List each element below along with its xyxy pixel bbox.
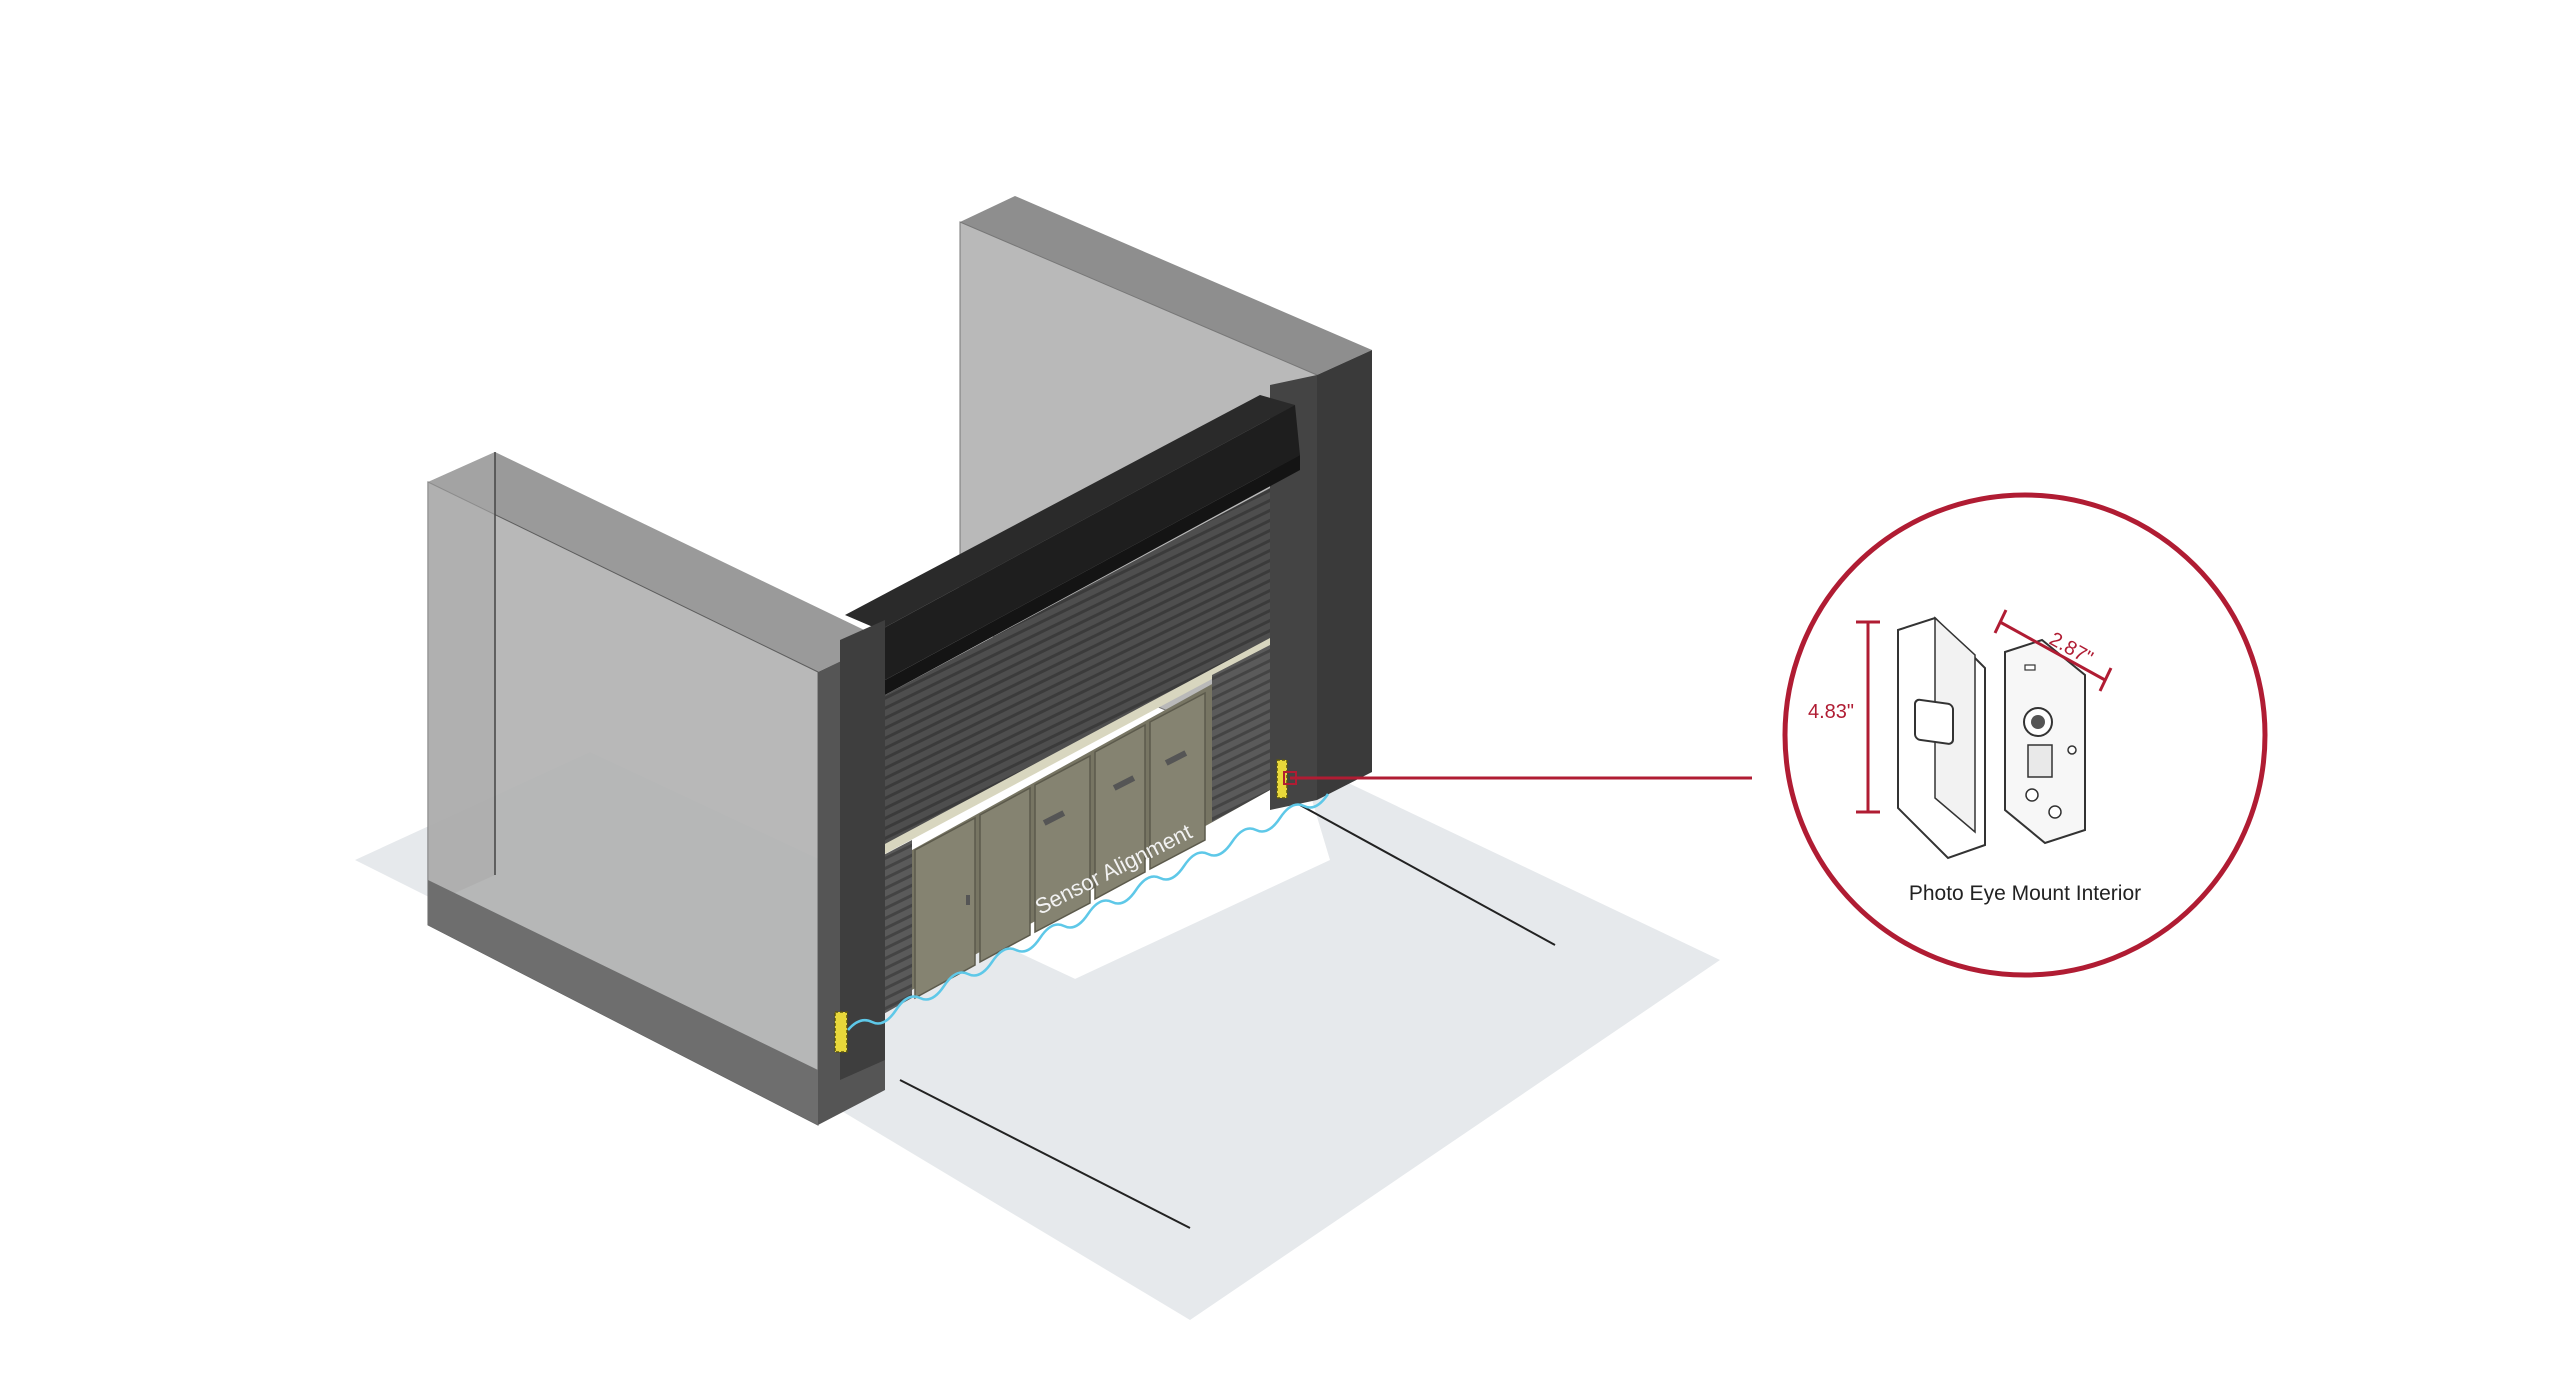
callout-caption: Photo Eye Mount Interior (1909, 882, 2141, 905)
left-wall-bottom (428, 880, 818, 1125)
floor-line-right (1299, 804, 1556, 946)
door-housing-front (880, 405, 1300, 680)
door-housing-top (845, 395, 1295, 630)
photo-eye-mount (2004, 638, 2086, 845)
photo-eye-cover (1897, 616, 1986, 860)
right-wall-top (960, 196, 1372, 375)
door-panels (914, 691, 1206, 1000)
sensor-beam (847, 793, 1330, 1031)
door-lower-band (855, 638, 1270, 870)
floor-line-left (899, 1079, 1191, 1229)
door-housing-roll (885, 455, 1300, 695)
left-wall-top-face (428, 452, 495, 905)
door-side-right (1212, 645, 1270, 822)
right-wall-jamb (1270, 375, 1317, 810)
height-dimension (1856, 620, 1880, 814)
left-wall-top (428, 452, 885, 672)
sensor-left (834, 1011, 848, 1053)
callout-anchor (1283, 771, 1297, 785)
door-curtain-upper (885, 488, 1270, 850)
sensor-right (1276, 759, 1288, 799)
right-wall-end (1317, 350, 1372, 800)
floor-plane-right (820, 760, 1720, 1320)
width-dimension (1993, 609, 2113, 692)
height-dimension-label: 4.83" (1808, 701, 1854, 723)
left-wall-jamb (840, 620, 885, 1080)
